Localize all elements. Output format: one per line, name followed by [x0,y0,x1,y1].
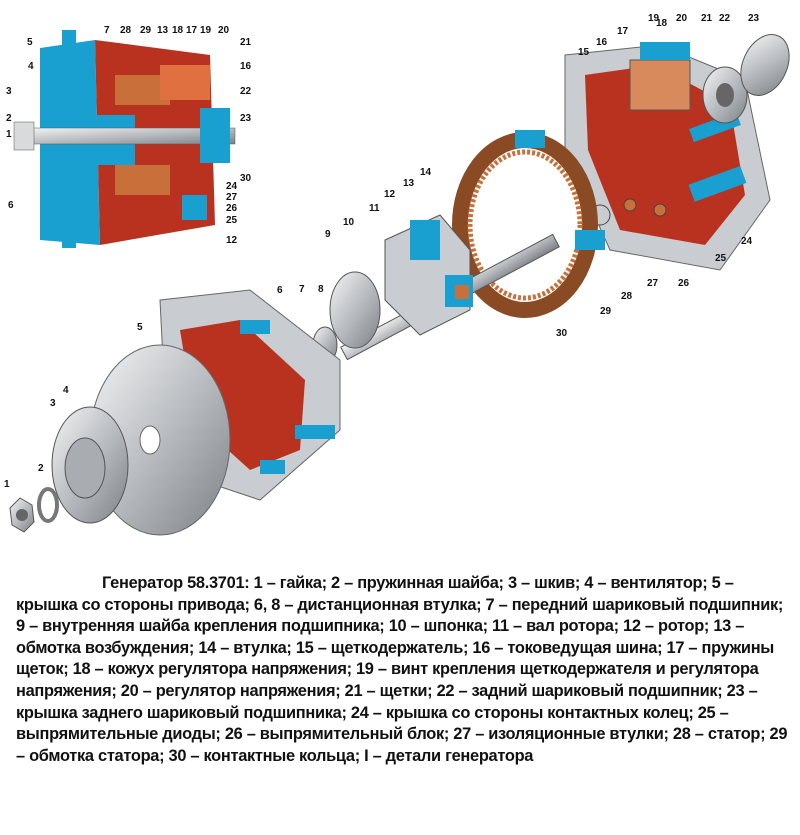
part-label-6: 6 [277,285,283,296]
part-label-22: 22 [719,13,731,24]
cross-section-inset [13,30,236,248]
part-label-26: 26 [678,278,690,289]
inset-label-12: 12 [226,235,238,246]
inset-label-21: 21 [240,37,252,48]
inset-label-5: 5 [27,37,33,48]
part-label-16: 16 [596,37,608,48]
inset-label-22: 22 [240,86,252,97]
inset-label-3: 3 [6,86,12,97]
part-label-23: 23 [748,13,760,24]
inset-label-1: 1 [6,129,12,140]
inset-label-30: 30 [240,173,252,184]
part-label-9: 9 [325,229,331,240]
inset-label-20: 20 [218,25,230,36]
inset-label-6: 6 [8,200,14,211]
part-label-20: 20 [676,13,688,24]
part-label-2: 2 [38,463,44,474]
part-label-17: 17 [617,26,629,37]
part-label-27: 27 [647,278,659,289]
part-label-28: 28 [621,291,633,302]
inset-label-29: 29 [140,25,152,36]
inset-label-23: 23 [240,113,252,124]
exploded-view [9,34,790,536]
part-label-29: 29 [600,306,612,317]
part-label-12: 12 [384,189,396,200]
part-label-5: 5 [137,322,143,333]
part-label-1: 1 [4,479,10,490]
inset-label-7: 7 [104,25,110,36]
inset-label-4: 4 [28,61,34,72]
inset-label-2: 2 [6,113,12,124]
inset-label-19: 19 [200,25,212,36]
part-label-15: 15 [578,47,590,58]
part-label-24: 24 [741,236,753,247]
part-label-14: 14 [420,167,432,178]
inset-label-16: 16 [240,61,252,72]
part-label-11: 11 [369,203,380,214]
inset-label-17: 17 [186,25,198,36]
part-label-3: 3 [50,398,56,409]
part-label-18: 18 [656,18,668,29]
part-label-30: 30 [556,328,568,339]
inset-label-13: 13 [157,25,169,36]
figure-caption: Генератор 58.3701: 1 – гайка; 2 – пружин… [16,574,788,765]
part-label-21: 21 [701,13,713,24]
inset-label-25: 25 [226,215,238,226]
inset-label-28: 28 [120,25,132,36]
inset-label-18: 18 [172,25,184,36]
inset-label-27: 27 [226,192,238,203]
part-label-25: 25 [715,253,727,264]
part-label-19: 19 [648,13,660,24]
part-label-7: 7 [299,284,305,295]
inset-label-26: 26 [226,203,238,214]
inset-label-24: 24 [226,181,238,192]
part-label-13: 13 [403,178,415,189]
part-label-10: 10 [343,217,355,228]
part-label-8: 8 [318,284,324,295]
part-label-4: 4 [63,385,69,396]
